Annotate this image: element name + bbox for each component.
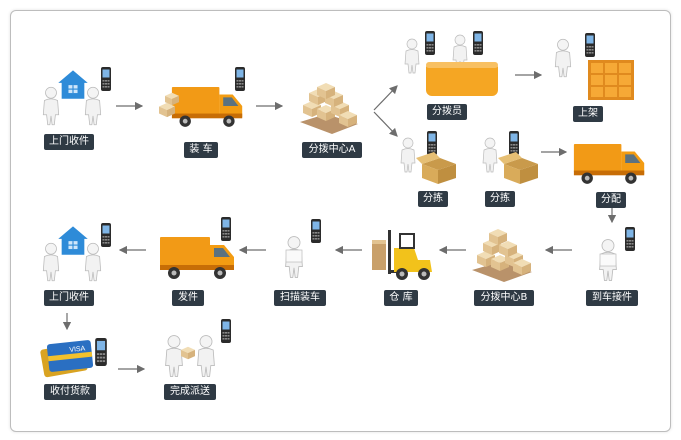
scanning-courier-icon <box>285 219 321 278</box>
label-dispatcher: 分拨员 <box>427 104 467 120</box>
label-sorting-2: 分拣 <box>485 191 515 207</box>
courier-receive-icon <box>599 227 635 281</box>
label-warehouse: 仓 库 <box>384 290 418 306</box>
house-courier-icon <box>42 223 111 282</box>
sorting-box-icon <box>400 131 456 184</box>
label-scan-load: 扫描装车 <box>274 290 326 306</box>
shelving-icon <box>554 33 634 100</box>
label-loading: 装 车 <box>184 142 218 158</box>
house-courier-icon <box>42 67 111 126</box>
label-pickup-1: 上门收件 <box>44 134 94 150</box>
truck-icon <box>573 143 645 184</box>
label-hub-b: 分拨中心B <box>474 290 534 306</box>
dispatcher-desk-icon <box>404 31 498 96</box>
label-hub-a: 分拨中心A <box>302 142 362 158</box>
package-stack-icon <box>300 83 358 134</box>
label-delivered: 完成派送 <box>164 384 216 400</box>
package-stack-icon <box>472 229 532 282</box>
label-dispatch: 发件 <box>172 290 204 306</box>
bank-card-icon: VISA <box>40 338 107 378</box>
truck-loading-icon <box>159 67 245 127</box>
sorting-box-icon <box>482 131 538 184</box>
handover-icon <box>165 319 231 377</box>
forklift-icon <box>372 230 432 280</box>
diagram-frame <box>10 10 671 432</box>
label-sorting-1: 分拣 <box>418 191 448 207</box>
label-pickup-2: 上门收件 <box>44 290 94 306</box>
label-shelving: 上架 <box>573 106 603 122</box>
label-receive-at-vehicle: 到车接件 <box>586 290 638 306</box>
svg-text:VISA: VISA <box>69 345 86 354</box>
label-allocate: 分配 <box>596 192 626 208</box>
label-payment: 收付货款 <box>44 384 96 400</box>
truck-icon <box>160 217 234 279</box>
